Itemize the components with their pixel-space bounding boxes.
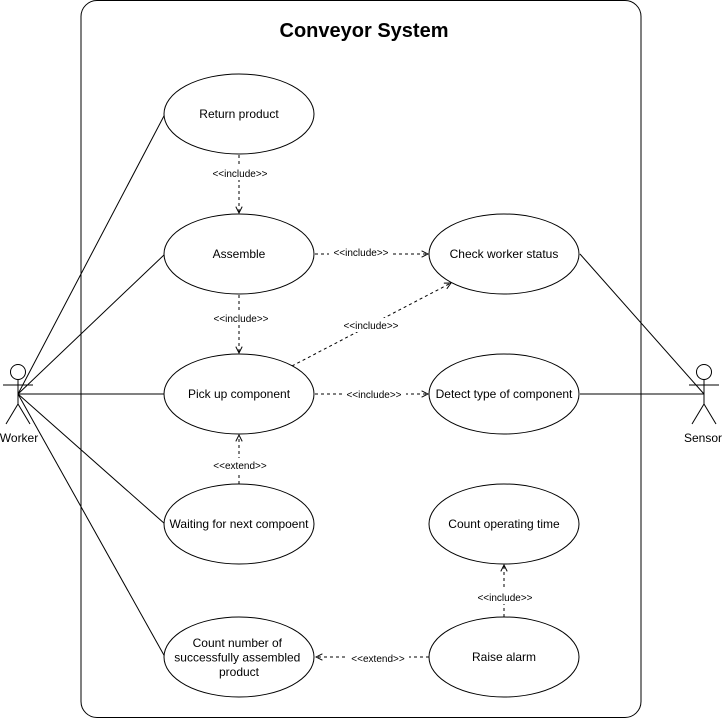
association-sensor-check-worker [579, 253, 705, 395]
usecase-count-operating-time[interactable]: Count operating time [428, 483, 580, 565]
association-worker-return-product [17, 113, 166, 395]
actor-worker-label: Worker [0, 431, 38, 445]
usecase-detect-type-of-component[interactable]: Detect type of component [428, 353, 580, 435]
usecase-return-product[interactable]: Return product [163, 73, 315, 155]
association-worker-waiting [17, 393, 166, 525]
actor-sensor[interactable]: Sensor [684, 364, 722, 446]
actor-sensor-label: Sensor [684, 431, 722, 445]
include-label-assemble-pickup: <<include>> [213, 314, 268, 325]
include-label-return-assemble: <<include>> [212, 169, 267, 180]
usecase-pick-up-component[interactable]: Pick up component [163, 353, 315, 435]
usecase-label: Pick up component [188, 387, 291, 401]
usecase-label: Count number of successfully assembled p… [174, 636, 303, 679]
system-title: Conveyor System [280, 20, 449, 42]
include-label-pickup-detect: <<include>> [346, 390, 401, 401]
association-worker-count-assembled [17, 393, 166, 658]
usecase-label: Detect type of component [436, 387, 573, 401]
actor-worker[interactable]: Worker [0, 364, 38, 446]
extend-label-alarm-count-assembled: <<extend>> [351, 654, 405, 665]
extend-label-waiting-pickup: <<extend>> [213, 461, 267, 472]
usecase-waiting-for-next-component[interactable]: Waiting for next compoent [163, 483, 315, 565]
usecase-assemble[interactable]: Assemble [163, 213, 315, 295]
usecase-raise-alarm[interactable]: Raise alarm [428, 616, 580, 698]
usecase-label: Check worker status [450, 247, 559, 261]
include-label-alarm-count-time: <<include>> [477, 593, 532, 604]
association-worker-assemble [17, 253, 166, 395]
usecase-check-worker-status[interactable]: Check worker status [428, 213, 580, 295]
usecase-label: Waiting for next compoent [170, 517, 310, 531]
include-label-pickup-check: <<include>> [343, 321, 398, 332]
usecase-label: Raise alarm [472, 650, 536, 664]
usecase-label: Return product [199, 107, 279, 121]
usecase-label: Count operating time [448, 517, 560, 531]
usecase-label: Assemble [213, 247, 266, 261]
include-label-assemble-check: <<include>> [333, 248, 388, 259]
usecase-count-assembled-product[interactable]: Count number of successfully assembled p… [163, 616, 315, 698]
